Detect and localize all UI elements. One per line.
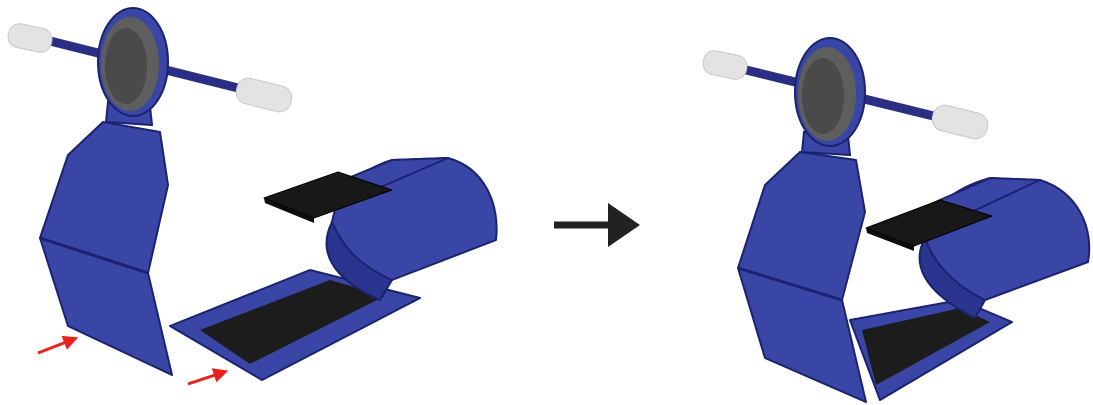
assembled-base	[850, 178, 1089, 400]
disc-face-inner-left	[105, 28, 147, 104]
curved-base-part	[170, 158, 497, 380]
handle-left-a	[6, 22, 54, 55]
handle-right-a	[701, 49, 749, 82]
folded-back-panel	[40, 122, 172, 375]
before-state	[6, 8, 497, 384]
transition-arrow	[554, 203, 640, 247]
handle-left-b	[234, 76, 295, 115]
handle-right-b	[930, 103, 991, 142]
arrow-head	[608, 203, 640, 247]
disc-assembly-left	[6, 8, 294, 125]
disc-assembly-right	[701, 38, 990, 155]
after-state	[701, 38, 1089, 402]
red-arrow-panel	[38, 339, 74, 353]
disc-face-inner-right	[802, 58, 844, 134]
red-arrow-base	[188, 372, 224, 384]
assembled-back-panel	[738, 152, 866, 402]
